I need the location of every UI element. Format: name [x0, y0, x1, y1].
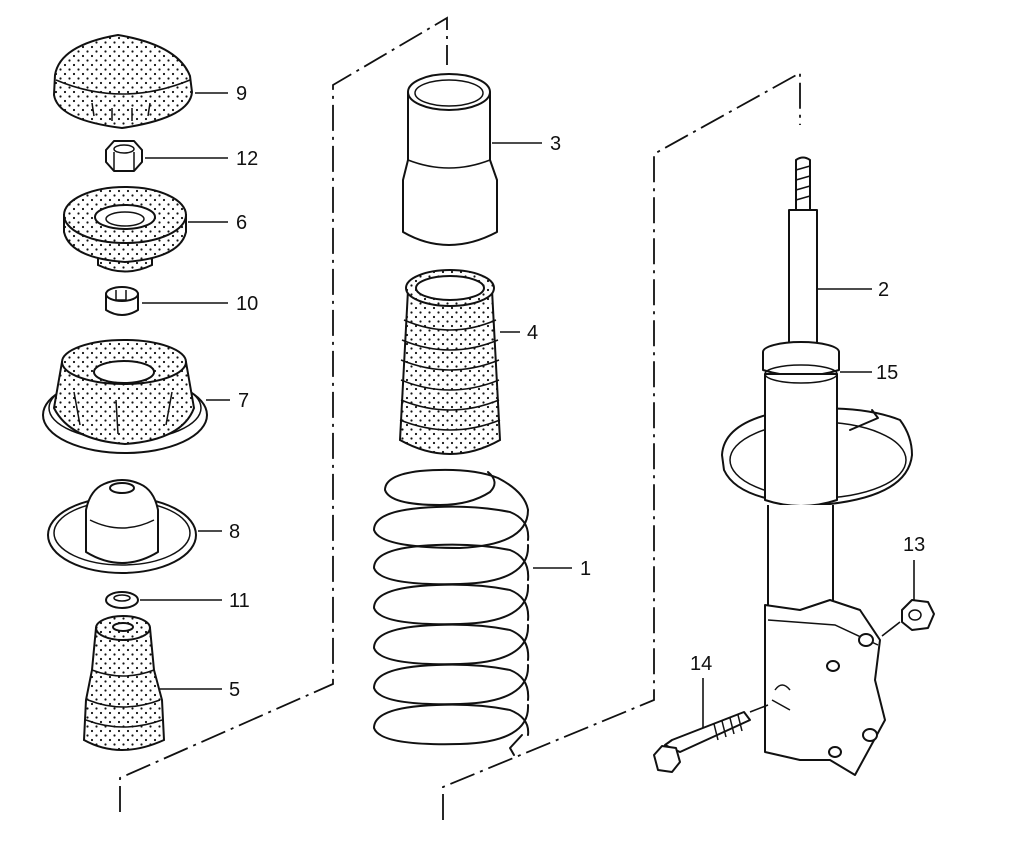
- assembly-frames: [119, 16, 801, 820]
- part-6-bearing: [63, 186, 187, 273]
- callout-6: 6: [236, 212, 247, 234]
- part-14-bolt: [653, 711, 751, 773]
- part-3-dust-sleeve: [402, 73, 498, 246]
- callout-12: 12: [236, 148, 258, 170]
- strut-spring-seat: [721, 400, 913, 507]
- part-10-sleeve: [105, 286, 139, 316]
- callout-9: 9: [236, 83, 247, 105]
- callout-3: 3: [550, 133, 561, 155]
- callout-7: 7: [238, 390, 249, 412]
- callout-11: 11: [229, 590, 250, 612]
- callout-1: 1: [580, 558, 591, 580]
- part-1-coil-spring: [373, 468, 530, 756]
- strut-lower-tube: [764, 505, 886, 776]
- part-9-cap: [52, 33, 194, 130]
- part-8-bump-stop-seat: [47, 479, 197, 574]
- part-11-washer: [105, 591, 139, 609]
- part-7-strut-mount: [42, 339, 208, 454]
- part-2-strut: [762, 156, 840, 409]
- leader-lines: [140, 92, 915, 728]
- part-4-bellows: [398, 269, 502, 455]
- callout-10: 10: [236, 293, 258, 315]
- callout-labels: 9 12 6 10 7 8 11 5 3 4 1 2 15 13 14: [229, 83, 925, 701]
- callout-4: 4: [527, 322, 538, 344]
- part-12-nut: [105, 140, 143, 172]
- callout-5: 5: [229, 679, 240, 701]
- part-13-flange-nut: [901, 599, 935, 631]
- callout-8: 8: [229, 521, 240, 543]
- callout-14: 14: [690, 653, 712, 675]
- callout-13: 13: [903, 534, 925, 556]
- callout-15: 15: [876, 362, 898, 384]
- part-5-buffer: [82, 615, 166, 751]
- callout-2: 2: [878, 279, 889, 301]
